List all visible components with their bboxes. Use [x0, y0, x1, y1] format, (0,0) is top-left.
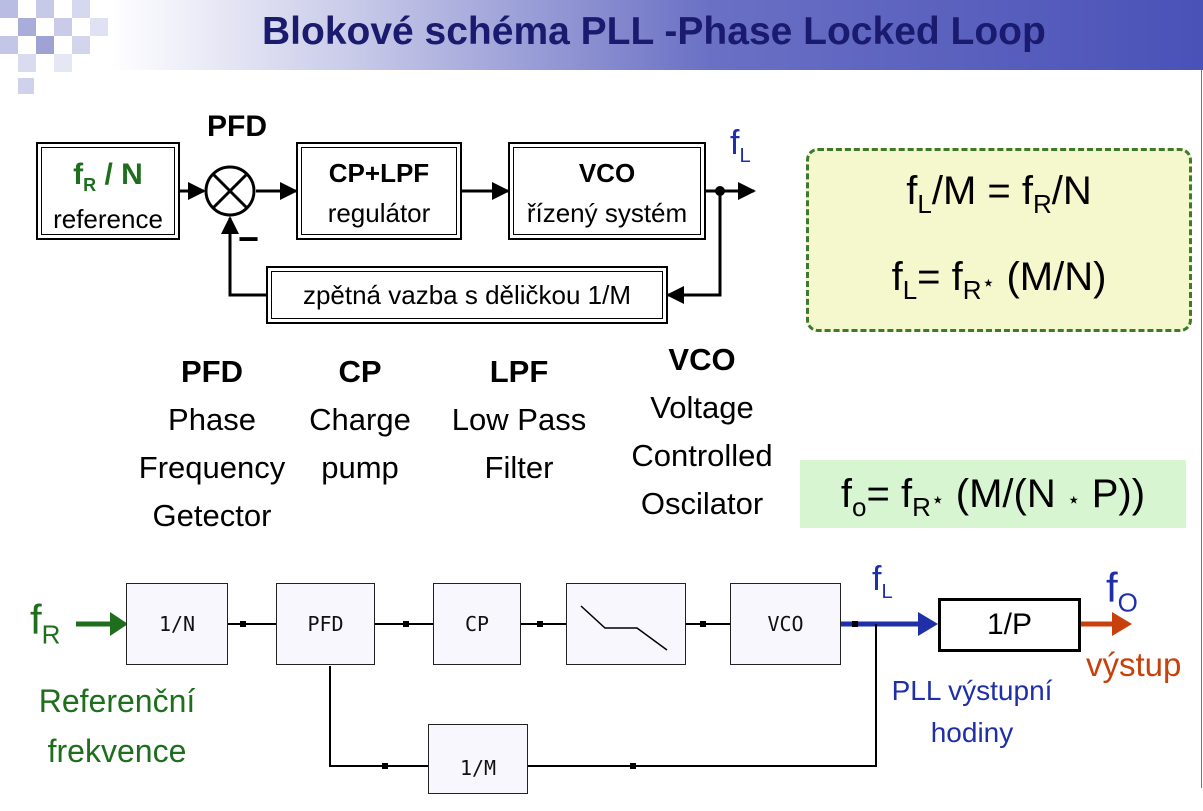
formula-fo: fo= fR⋆ (M/(N ⋆ P))	[800, 460, 1186, 528]
legend-cp-line: pump	[321, 450, 399, 485]
pfd-heading: PFD	[207, 110, 267, 143]
decor-square	[36, 36, 54, 54]
wire-feedback-down	[666, 191, 722, 304]
fr-input-label: fR	[30, 596, 61, 650]
output-text: výstup	[1086, 646, 1182, 683]
cp-lpf-title: CP+LPF	[328, 158, 430, 188]
cp-lpf-block: CP+LPF regulátor	[296, 142, 462, 240]
legend-vco-line: Controlled	[631, 438, 773, 473]
arrow-fl-head	[918, 612, 938, 636]
legend-lpf: LPF Low Pass Filter	[444, 348, 594, 492]
wire-feedback-up	[221, 216, 266, 297]
legend-lpf-line: Filter	[484, 450, 554, 485]
legend-cp: CP Charge pump	[300, 348, 420, 492]
legend-pfd: PFD Phase Frequency Getector	[132, 348, 292, 540]
vco-block: VCO řízený systém	[508, 142, 706, 240]
decor-square	[54, 54, 72, 72]
formula-box: fL/M = fR/N fL= fR⋆ (M/N)	[806, 148, 1192, 332]
pll-clock-text: PLL výstupní hodiny	[891, 675, 1053, 748]
vco-label: řízený systém	[526, 198, 688, 228]
diagram-wires	[76, 165, 1132, 769]
minus-sign: −	[238, 218, 260, 259]
decor-square	[90, 18, 108, 36]
divider-n-block: 1/N	[126, 583, 228, 665]
divider-m-block: 1/M	[428, 724, 528, 794]
decor-square	[36, 0, 54, 18]
cp-block-bottom: CP	[433, 583, 521, 665]
slide: Blokové schéma PLL -Phase Locked Loop	[0, 0, 1203, 794]
connector-nub	[630, 763, 636, 769]
reference-block-title: fR / N	[73, 158, 143, 195]
decor-square	[0, 0, 18, 18]
loop-filter-block	[566, 583, 686, 665]
arrow-fr-head	[110, 612, 128, 636]
page-title: Blokové schéma PLL -Phase Locked Loop	[262, 10, 1046, 53]
feedback-divider-block: zpětná vazba s děličkou 1/M	[266, 266, 668, 324]
formula-ratio: fL/M = fR/N	[906, 169, 1092, 219]
legend-pfd-line: Phase	[168, 402, 256, 437]
formula-fl: fL= fR⋆ (M/N)	[891, 255, 1107, 305]
legend-pfd-abbr: PFD	[181, 354, 243, 389]
decor-square	[18, 54, 36, 72]
legend-cp-abbr: CP	[338, 354, 382, 389]
vco-title: VCO	[578, 158, 636, 188]
lowpass-response-icon	[580, 605, 668, 651]
title-bar	[110, 0, 1203, 70]
decor-square	[72, 0, 90, 18]
pfd-x-stroke	[211, 172, 249, 210]
wire-fb-bottom-right	[528, 624, 877, 767]
legend-pfd-line: Frequency	[138, 450, 286, 485]
legend-cp-line: Charge	[309, 402, 411, 437]
connector-nub	[240, 621, 246, 627]
cp-lpf-label: regulátor	[327, 198, 431, 228]
wire-fb-bottom-left	[329, 666, 428, 767]
pfd-block-bottom: PFD	[276, 583, 375, 665]
decor-square	[72, 36, 90, 54]
decor-square	[18, 78, 34, 94]
legend-vco: VCO Voltage Controlled Oscilator	[622, 336, 782, 528]
fo-output-label: fO	[1106, 564, 1138, 618]
decor-square	[0, 36, 18, 54]
connector-nub	[700, 621, 706, 627]
legend-pfd-line: Getector	[152, 498, 272, 533]
feedback-divider-label: zpětná vazba s děličkou 1/M	[302, 280, 632, 310]
vco-block-bottom: VCO	[730, 583, 841, 665]
legend-lpf-line: Low Pass	[451, 402, 587, 437]
arrow-fo-head	[1112, 612, 1132, 636]
decor-square	[18, 18, 36, 36]
reference-block: fR / N reference	[36, 142, 180, 240]
reference-frequency-text: Referenční frekvence	[38, 683, 196, 769]
decor-square	[54, 18, 72, 36]
legend-vco-line: Voltage	[650, 390, 754, 425]
reference-block-label: reference	[53, 204, 163, 234]
slide-border	[1201, 70, 1202, 788]
legend-lpf-abbr: LPF	[489, 354, 549, 389]
output-fl-label: fL	[730, 124, 751, 167]
connector-nub	[852, 621, 858, 627]
connector-nub	[382, 763, 388, 769]
connector-nub	[403, 621, 409, 627]
divider-p-block: 1/P	[938, 598, 1081, 652]
fl-output-label: fL	[872, 560, 893, 603]
legend-vco-line: Oscilator	[640, 486, 764, 521]
legend-vco-abbr: VCO	[668, 342, 736, 377]
connector-nub	[537, 621, 543, 627]
